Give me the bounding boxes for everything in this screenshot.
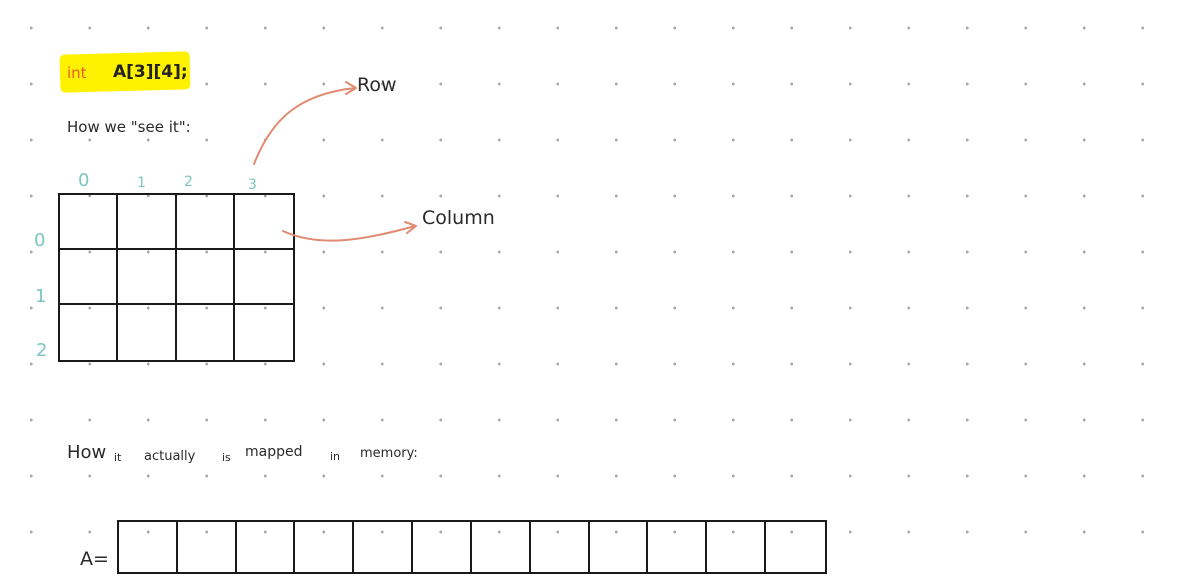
grid-cell: [118, 250, 177, 305]
memory-cell: [119, 522, 178, 572]
column-index-0: 0: [78, 170, 90, 191]
2d-array-grid: [58, 193, 295, 362]
memory-cell: [413, 522, 472, 572]
memory-heading-it: it: [114, 451, 122, 464]
memory-cell: [590, 522, 649, 572]
memory-array-label: A=: [80, 548, 109, 570]
row-index-2: 2: [36, 340, 48, 361]
memory-heading-in: in: [330, 450, 341, 463]
memory-heading-actually: actually: [144, 449, 196, 464]
grid-cell: [235, 305, 293, 360]
memory-cell: [354, 522, 414, 572]
heading-how-we-see-it: How we "see it":: [67, 118, 191, 136]
grid-cell: [234, 195, 293, 250]
column-index-2: 2: [184, 174, 193, 190]
memory-heading-mapped: mapped: [245, 444, 303, 460]
memory-cell: [472, 522, 531, 572]
row-arrow: [253, 87, 356, 165]
row-arrowhead: [345, 81, 357, 95]
memory-cell: [766, 522, 825, 572]
memory-heading-how: How: [67, 442, 107, 463]
memory-cell: [531, 522, 590, 572]
column-label: Column: [422, 207, 495, 229]
memory-cell: [295, 522, 355, 572]
column-index-1: 1: [137, 175, 146, 191]
grid-cell: [176, 195, 235, 250]
memory-cell: [237, 522, 296, 572]
grid-cell: [60, 305, 119, 360]
column-index-3: 3: [248, 177, 257, 193]
column-arrow: [282, 225, 416, 242]
row-index-0: 0: [34, 230, 46, 251]
grid-cell: [177, 305, 235, 360]
grid-cell: [176, 250, 235, 305]
memory-cell: [178, 522, 237, 572]
memory-heading-is: is: [222, 451, 231, 464]
row-index-1: 1: [35, 286, 47, 307]
1d-memory-strip: [117, 520, 827, 574]
memory-cell: [707, 522, 767, 572]
grid-cell: [60, 195, 119, 250]
memory-heading-memory: memory:: [360, 446, 418, 461]
type-keyword: int: [67, 64, 87, 82]
column-arrowhead: [404, 221, 417, 234]
grid-cell: [118, 195, 177, 250]
grid-cell: [60, 250, 119, 305]
grid-cell: [234, 250, 293, 305]
memory-cell: [648, 522, 708, 572]
row-label: Row: [357, 74, 397, 96]
grid-cell: [118, 305, 177, 360]
array-declaration: A[3][4];: [113, 62, 188, 82]
